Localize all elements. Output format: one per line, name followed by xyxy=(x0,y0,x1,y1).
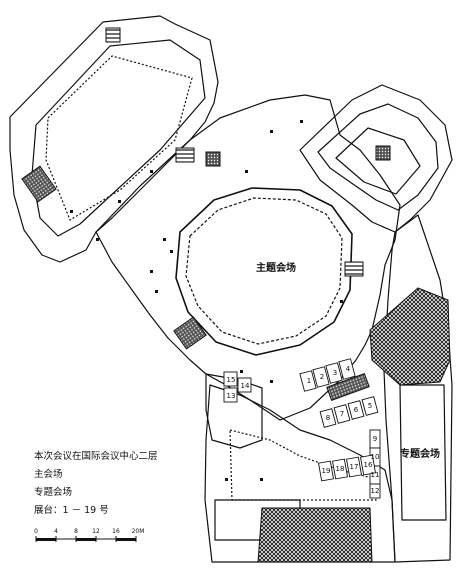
main-hall-label: 主题会场 xyxy=(256,263,296,274)
south-block-outline xyxy=(204,384,396,563)
legend-line: 主会场 xyxy=(34,469,63,480)
booth-label: 13 xyxy=(226,392,236,400)
special-hall-hatched-area xyxy=(369,287,451,386)
booth-label: 19 xyxy=(321,467,331,475)
booth-label: 2 xyxy=(319,373,325,381)
legend-line: 专题会场 xyxy=(34,487,73,498)
booth-label: 11 xyxy=(370,471,380,479)
booth-label: 12 xyxy=(370,487,380,495)
south-hatched-area xyxy=(257,507,373,563)
scale-tick-label: 4 xyxy=(54,528,58,535)
booth-label: 16 xyxy=(363,461,373,469)
booth-label: 5 xyxy=(367,402,373,410)
legend: 本次会议在国际会议中心二层 主会场 专题会场 展台：1 － 19 号 xyxy=(34,448,158,520)
scale-tick-label: 20M xyxy=(132,528,145,535)
booth-label: 9 xyxy=(372,435,378,443)
scale-tick-label: 8 xyxy=(74,528,78,535)
booth-label: 6 xyxy=(353,406,359,414)
special-hall-outline xyxy=(383,214,453,563)
scale-tick-label: 16 xyxy=(112,528,120,535)
booth-label: 17 xyxy=(349,463,359,471)
booth-label: 14 xyxy=(240,382,250,390)
central-lobby-outline xyxy=(95,94,401,421)
scale-tick-label: 0 xyxy=(34,528,38,535)
booth-label: 15 xyxy=(226,376,236,384)
main-hall-outline xyxy=(175,187,353,356)
booth-label: 8 xyxy=(325,414,331,422)
scale-tick-label: 12 xyxy=(92,528,100,535)
booth-label: 10 xyxy=(370,453,380,461)
legend-line: 展台：1 － 19 号 xyxy=(34,505,109,516)
north-west-hall-outline xyxy=(9,15,219,263)
booth-label: 7 xyxy=(339,410,345,418)
booth-label: 4 xyxy=(345,365,351,373)
special-hall-label: 专题会场 xyxy=(400,449,440,460)
north-east-hall-outline xyxy=(299,84,453,233)
booth-label: 18 xyxy=(335,465,345,473)
booth-label: 1 xyxy=(306,377,312,385)
scale-bar: 0 4 8 12 16 20M xyxy=(34,528,145,542)
legend-line: 本次会议在国际会议中心二层 xyxy=(34,451,158,462)
booth-label: 3 xyxy=(332,369,338,377)
